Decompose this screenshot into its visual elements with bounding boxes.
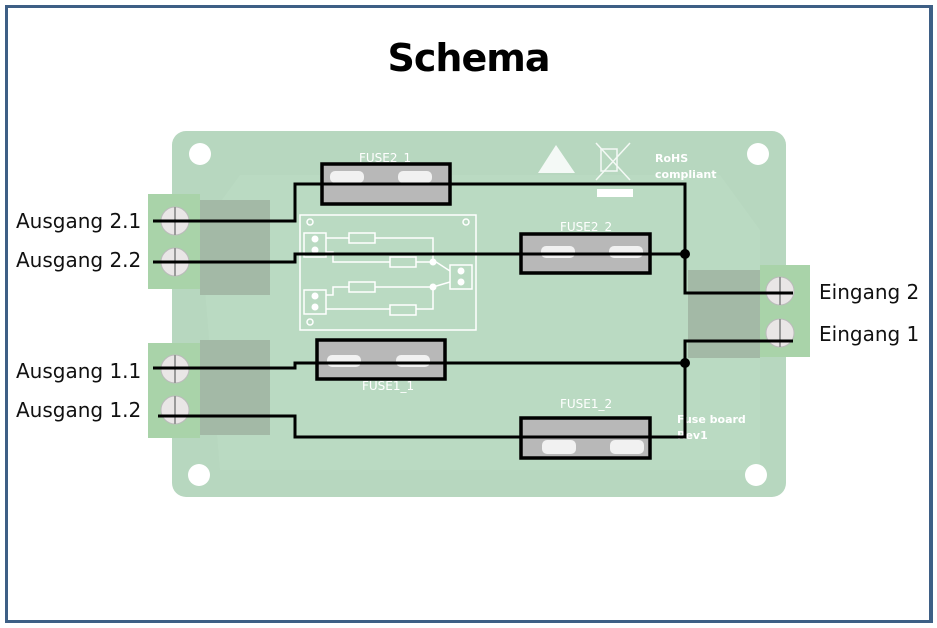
fuse-label-1-2: FUSE1_2 (560, 397, 612, 411)
mounting-hole (189, 143, 211, 165)
wire-output-2-1 (153, 182, 687, 253)
terminal-block-output-1 (148, 340, 270, 438)
weee-bin-icon (595, 142, 631, 181)
terminal-block-input (688, 265, 810, 358)
mounting-hole (745, 464, 767, 486)
page-title: Schema (387, 36, 551, 80)
junction-node-1 (680, 358, 690, 368)
label-output-1-1: Ausgang 1.1 (16, 359, 142, 383)
rohs-text-2: compliant (655, 168, 716, 181)
fuse-label-1-1: FUSE1_1 (362, 379, 414, 393)
label-output-1-2: Ausgang 1.2 (16, 398, 142, 422)
weee-bar (597, 189, 633, 197)
wire-output-2-2 (153, 252, 685, 264)
label-input-1: Eingang 1 (819, 322, 920, 346)
fuse-label-2-1: FUSE2_1 (359, 151, 411, 165)
wire-input-1 (683, 339, 793, 363)
label-input-2: Eingang 2 (819, 280, 920, 304)
mounting-hole (188, 464, 210, 486)
mounting-hole (747, 143, 769, 165)
junction-node-2 (680, 249, 690, 259)
rohs-text: RoHS (655, 152, 688, 165)
inner-circuit-dots (311, 235, 465, 311)
label-output-2-1: Ausgang 2.1 (16, 209, 142, 233)
pcb-shading (200, 175, 760, 470)
esd-warning-icon (538, 145, 575, 173)
fuse-label-2-2: FUSE2_2 (560, 220, 612, 234)
terminal-block-output-2 (148, 194, 270, 295)
wire-input-2 (683, 254, 793, 295)
fuse-1-1 (315, 338, 447, 381)
inner-circuit-silkscreen (299, 214, 477, 331)
label-output-2-2: Ausgang 2.2 (16, 248, 142, 272)
wire-output-1-2 (158, 363, 687, 439)
board-name: Fuse board (677, 413, 746, 426)
wire-output-1-1 (153, 361, 685, 370)
